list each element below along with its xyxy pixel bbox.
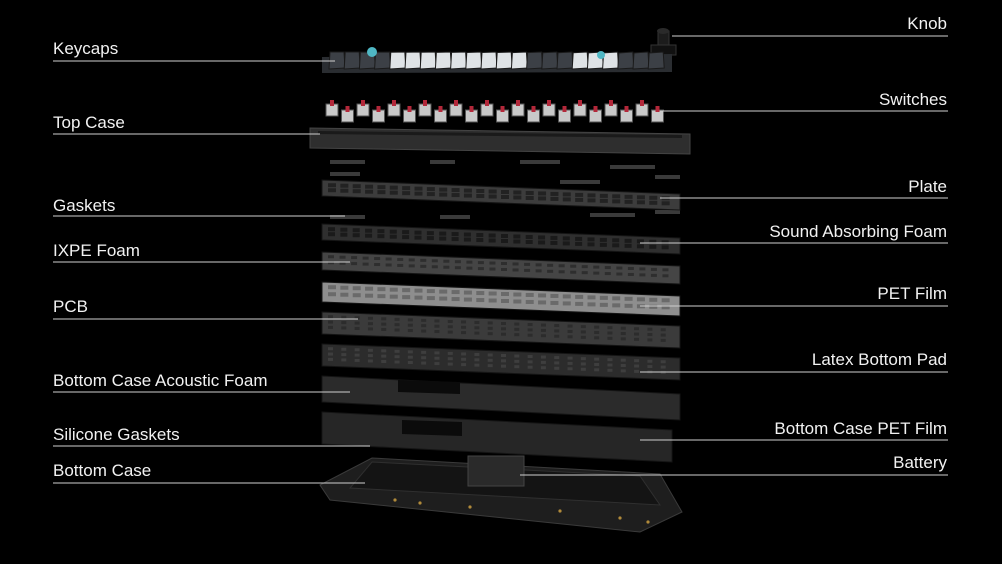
label-plate: Plate: [908, 177, 947, 196]
label-gaskets: Gaskets: [53, 196, 116, 215]
top-case-part: [309, 127, 691, 155]
label-battery: Battery: [893, 453, 947, 472]
label-latex-bottom-pad: Latex Bottom Pad: [811, 350, 947, 369]
label-silicone-gaskets: Silicone Gaskets: [53, 425, 180, 444]
bottom-case-acoustic-foam-part: [321, 375, 681, 421]
label-switches: Switches: [878, 90, 947, 109]
bottom-case-pet-film-part: [321, 411, 673, 463]
label-bottom-case-pet-film: Bottom Case PET Film: [774, 419, 947, 438]
sound-absorbing-foam-part: [321, 223, 681, 255]
bottom-case-part: [319, 455, 683, 533]
label-knob: Knob: [907, 14, 947, 33]
label-bottom-case: Bottom Case: [53, 461, 152, 480]
label-pcb: PCB: [53, 297, 88, 316]
switches-part: [325, 100, 664, 123]
keycaps-part: [322, 47, 672, 73]
gaskets-part: [330, 160, 680, 219]
knob-part: [650, 28, 677, 56]
latex-bottom-pad-part: [321, 343, 681, 381]
label-sound-absorbing-foam: Sound Absorbing Foam: [769, 222, 947, 241]
pet-film-part: [321, 281, 681, 317]
label-ixpe-foam: IXPE Foam: [53, 241, 140, 260]
label-keycaps: Keycaps: [53, 39, 119, 58]
label-top-case: Top Case: [53, 113, 125, 132]
ixpe-foam-part: [321, 251, 681, 285]
pcb-part: [321, 311, 681, 349]
label-pet-film: PET Film: [877, 284, 947, 303]
plate-part: [321, 179, 681, 211]
label-bottom-case-acoustic-foam: Bottom Case Acoustic Foam: [53, 371, 268, 390]
battery-part: [467, 455, 525, 487]
